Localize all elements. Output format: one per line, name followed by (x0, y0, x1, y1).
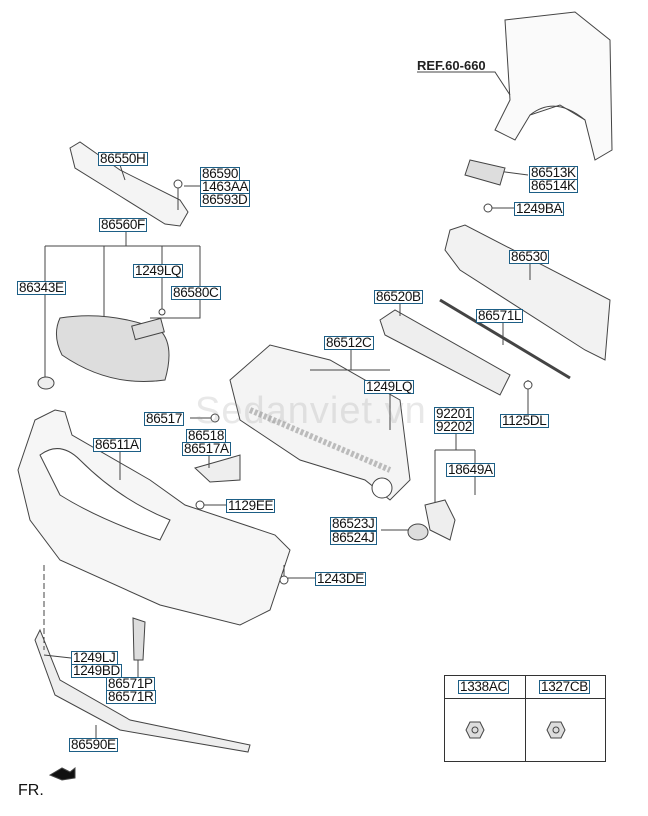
part-label-86590[interactable]: 86590 (200, 166, 241, 181)
part-label-1249LQ-2[interactable]: 1249LQ (364, 379, 415, 394)
fog-lamp-bracket-part (424, 499, 456, 541)
bumper-beam-part (444, 224, 611, 361)
fastener-table: 1338AC 1327CB (444, 675, 606, 762)
part-label-1463AA[interactable]: 1463AA (200, 179, 251, 194)
fog-lamp-part (407, 523, 429, 541)
part-label-1129EE[interactable]: 1129EE (226, 498, 276, 513)
front-direction-label: FR. (18, 782, 44, 799)
part-label-86593D[interactable]: 86593D (200, 192, 250, 207)
part-label-1249BA[interactable]: 1249BA (514, 201, 565, 216)
fender-part (494, 11, 613, 161)
part-label-86580C[interactable]: 86580C (171, 285, 221, 300)
part-label-86571R[interactable]: 86571R (106, 689, 156, 704)
part-label-86560F[interactable]: 86560F (99, 217, 147, 232)
part-label-86517[interactable]: 86517 (144, 411, 185, 426)
reference-label: REF.60-660 (417, 58, 486, 73)
part-label-86520B[interactable]: 86520B (374, 289, 423, 304)
table-divider (525, 676, 526, 761)
part-label-86550H[interactable]: 86550H (98, 151, 148, 166)
part-label-86511A[interactable]: 86511A (93, 437, 141, 452)
part-label-92202[interactable]: 92202 (434, 419, 475, 434)
part-label-1249BD[interactable]: 1249BD (71, 663, 122, 678)
part-label-86523J[interactable]: 86523J (330, 516, 377, 531)
part-label-1243DE[interactable]: 1243DE (315, 571, 366, 586)
table-divider (445, 698, 605, 699)
part-label-1327CB[interactable]: 1327CB (539, 679, 590, 694)
emblem-part (37, 376, 55, 390)
lower-lip-part (34, 628, 251, 753)
part-label-1249LQ[interactable]: 1249LQ (133, 263, 184, 278)
part-label-1125DL[interactable]: 1125DL (500, 413, 549, 428)
part-label-86524J[interactable]: 86524J (330, 530, 377, 545)
part-label-86530[interactable]: 86530 (509, 249, 550, 264)
part-label-86517A[interactable]: 86517A (182, 441, 231, 456)
strip-part (439, 298, 571, 380)
front-arrow-icon (48, 766, 76, 781)
part-label-86590E[interactable]: 86590E (69, 737, 118, 752)
bracket-part (194, 454, 241, 483)
part-label-18649A[interactable]: 18649A (446, 462, 495, 477)
part-label-86571L[interactable]: 86571L (476, 308, 524, 323)
watermark: Sedanviet.vn (195, 390, 427, 432)
part-label-86343E[interactable]: 86343E (17, 280, 66, 295)
part-label-1338AC[interactable]: 1338AC (458, 679, 509, 694)
side-garnish-part (132, 617, 146, 661)
nut-1338AC-icon (465, 721, 485, 739)
nut-1327CB-icon (546, 721, 566, 739)
part-label-86518[interactable]: 86518 (186, 428, 227, 443)
part-label-86512C[interactable]: 86512C (324, 335, 374, 350)
energy-absorber-part (379, 309, 511, 396)
part-label-86514K[interactable]: 86514K (529, 178, 578, 193)
